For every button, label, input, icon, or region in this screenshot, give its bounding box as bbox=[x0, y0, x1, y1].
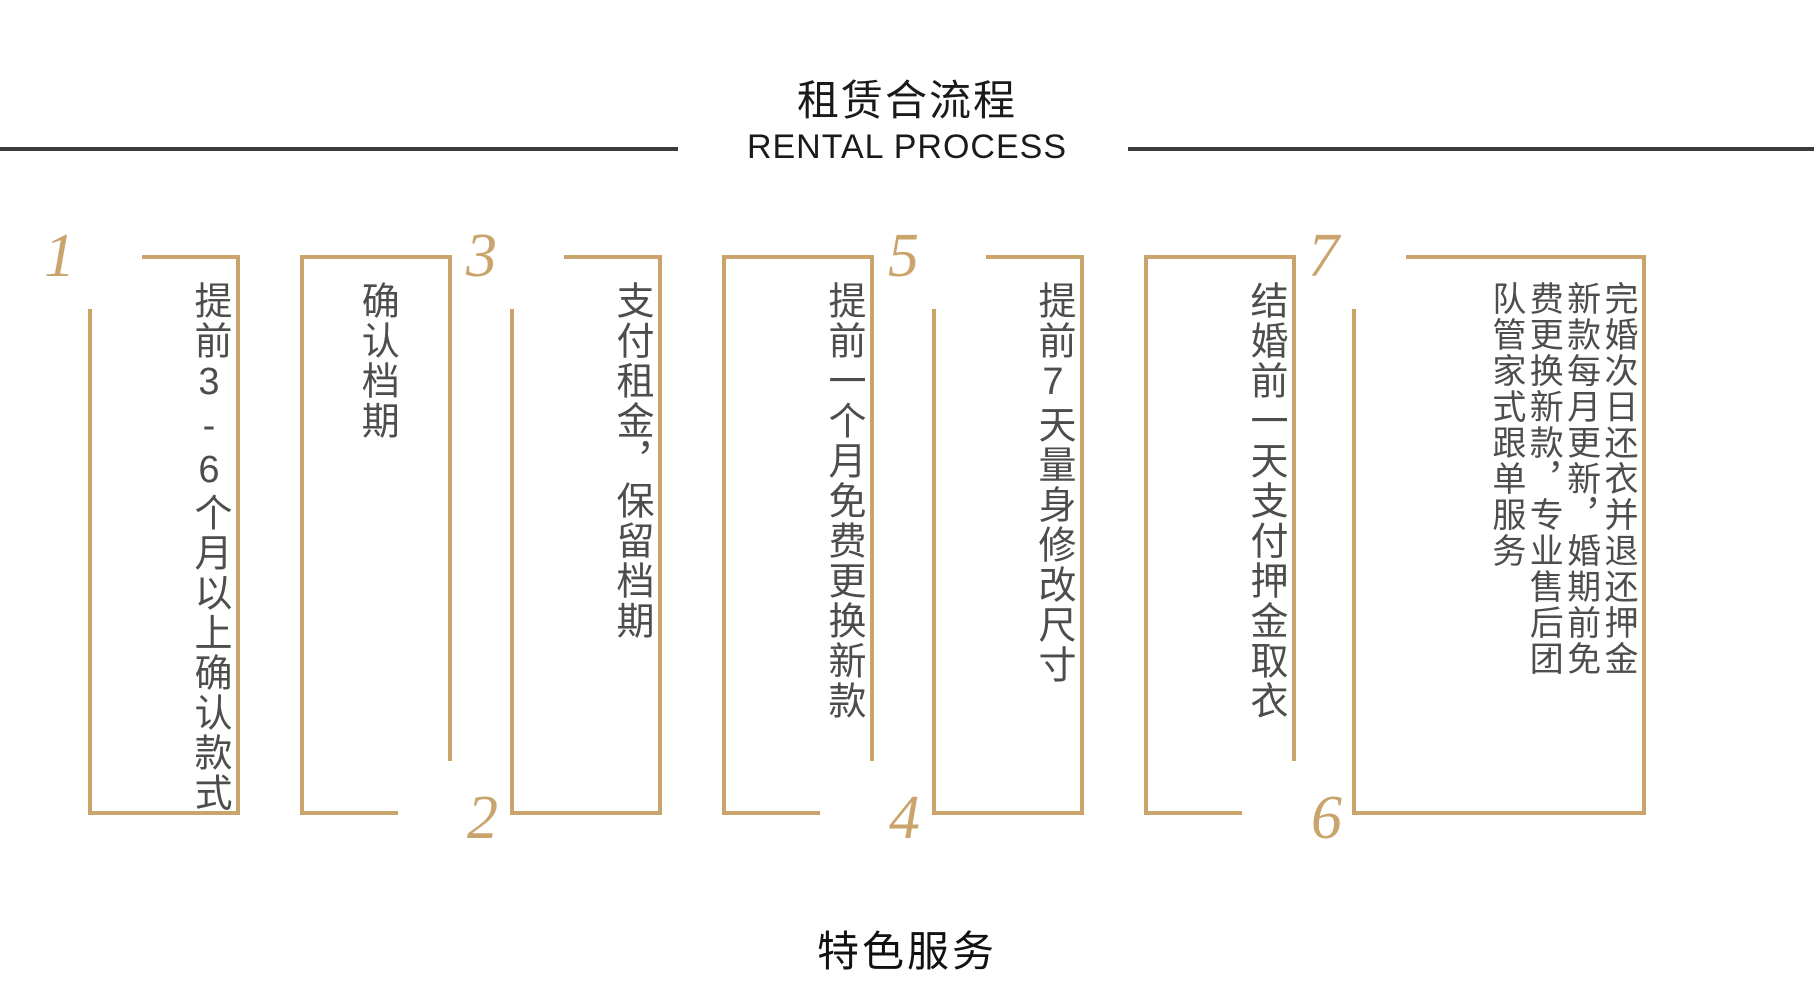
frame-edge-top bbox=[1144, 255, 1296, 259]
step-frame-2 bbox=[300, 255, 452, 815]
process-step-4[interactable]: 4 提前一个月免费更换新款 bbox=[722, 255, 920, 849]
process-step-1[interactable]: 1 提前3-6个月以上确认款式 bbox=[44, 225, 240, 815]
step-frame-1 bbox=[88, 255, 240, 815]
step-frame-3 bbox=[510, 255, 662, 815]
frame-edge-right bbox=[870, 255, 874, 761]
frame-edge-left bbox=[1352, 309, 1356, 815]
step-text-column: 新款每月更新，婚期前免 bbox=[1561, 281, 1600, 677]
frame-edge-bottom bbox=[932, 811, 1084, 815]
step-frame-6 bbox=[1144, 255, 1296, 815]
frame-edge-left bbox=[88, 309, 92, 815]
process-step-5[interactable]: 5 提前7天量身修改尺寸 bbox=[888, 225, 1084, 815]
frame-edge-right bbox=[1642, 255, 1646, 815]
step-text-column: 费更换新款，专业售后团 bbox=[1524, 281, 1563, 677]
step-text-5: 提前7天量身修改尺寸 bbox=[942, 281, 1074, 797]
frame-edge-bottom bbox=[88, 811, 240, 815]
frame-edge-bottom bbox=[722, 811, 820, 815]
frame-edge-right bbox=[1292, 255, 1296, 761]
step-frame-5 bbox=[932, 255, 1084, 815]
frame-edge-left bbox=[932, 309, 936, 815]
page-title-en: RENTAL PROCESS bbox=[746, 128, 1068, 166]
step-text-column: 提前3-6个月以上确认款式 bbox=[188, 281, 230, 813]
step-number-3: 3 bbox=[466, 222, 497, 290]
header-rule-left bbox=[0, 147, 678, 151]
step-number-6: 6 bbox=[1311, 784, 1342, 852]
frame-edge-bottom bbox=[1144, 811, 1242, 815]
frame-edge-right bbox=[658, 255, 662, 815]
step-text-4: 提前一个月免费更换新款 bbox=[732, 281, 864, 797]
process-steps: 1 提前3-6个月以上确认款式 2 确认档期 bbox=[0, 225, 1814, 880]
page-title: 租赁合流程 RENTAL PROCESS bbox=[607, 77, 1207, 166]
frame-edge-left bbox=[722, 255, 726, 815]
frame-edge-left bbox=[300, 255, 304, 815]
frame-edge-top bbox=[142, 255, 240, 259]
frame-edge-right bbox=[236, 255, 240, 815]
process-step-7[interactable]: 7 完婚次日还衣并退还押金 新款每月更新，婚期前免 费更换新款，专业售后团 队管… bbox=[1308, 225, 1646, 815]
step-frame-7 bbox=[1352, 255, 1646, 815]
frame-edge-left bbox=[510, 309, 514, 815]
frame-edge-top bbox=[564, 255, 662, 259]
step-text-column: 队管家式跟单服务 bbox=[1486, 281, 1525, 569]
step-number-4: 4 bbox=[889, 784, 920, 852]
frame-edge-bottom bbox=[1352, 811, 1646, 815]
process-step-3[interactable]: 3 支付租金，保留档期 bbox=[466, 225, 662, 815]
step-text-7: 完婚次日还衣并退还押金 新款每月更新，婚期前免 费更换新款，专业售后团 队管家式… bbox=[1362, 281, 1637, 797]
frame-edge-left bbox=[1144, 255, 1148, 815]
step-text-6: 结婚前一天支付押金取衣 bbox=[1154, 281, 1286, 797]
page-header: 租赁合流程 RENTAL PROCESS bbox=[0, 0, 1814, 185]
frame-edge-bottom bbox=[510, 811, 662, 815]
frame-edge-top bbox=[986, 255, 1084, 259]
frame-edge-top bbox=[300, 255, 452, 259]
process-step-2[interactable]: 2 确认档期 bbox=[300, 255, 498, 849]
step-text-column: 结婚前一天支付押金取衣 bbox=[1244, 281, 1286, 721]
step-text-3: 支付租金，保留档期 bbox=[520, 281, 652, 797]
frame-edge-right bbox=[448, 255, 452, 761]
page-footer: 特色服务 bbox=[0, 918, 1814, 979]
frame-edge-top bbox=[1406, 255, 1646, 259]
step-text-column: 支付租金，保留档期 bbox=[610, 281, 652, 641]
footer-title: 特色服务 bbox=[816, 928, 997, 975]
frame-edge-bottom bbox=[300, 811, 398, 815]
header-rule-right bbox=[1128, 147, 1814, 151]
step-frame-4 bbox=[722, 255, 874, 815]
step-text-column: 提前7天量身修改尺寸 bbox=[1032, 281, 1074, 685]
step-text-2: 确认档期 bbox=[310, 281, 442, 797]
step-number-1: 1 bbox=[44, 222, 75, 290]
step-text-column: 确认档期 bbox=[355, 281, 398, 441]
frame-edge-right bbox=[1080, 255, 1084, 815]
step-text-column: 完婚次日还衣并退还押金 bbox=[1599, 281, 1637, 677]
process-step-6[interactable]: 6 结婚前一天支付押金取衣 bbox=[1144, 255, 1342, 849]
step-text-column: 提前一个月免费更换新款 bbox=[822, 281, 864, 721]
step-text-1: 提前3-6个月以上确认款式 bbox=[98, 281, 230, 813]
page-title-cn: 租赁合流程 bbox=[796, 77, 1017, 124]
step-number-5: 5 bbox=[888, 222, 919, 290]
step-number-7: 7 bbox=[1308, 222, 1339, 290]
frame-edge-top bbox=[722, 255, 874, 259]
step-number-2: 2 bbox=[467, 784, 498, 852]
